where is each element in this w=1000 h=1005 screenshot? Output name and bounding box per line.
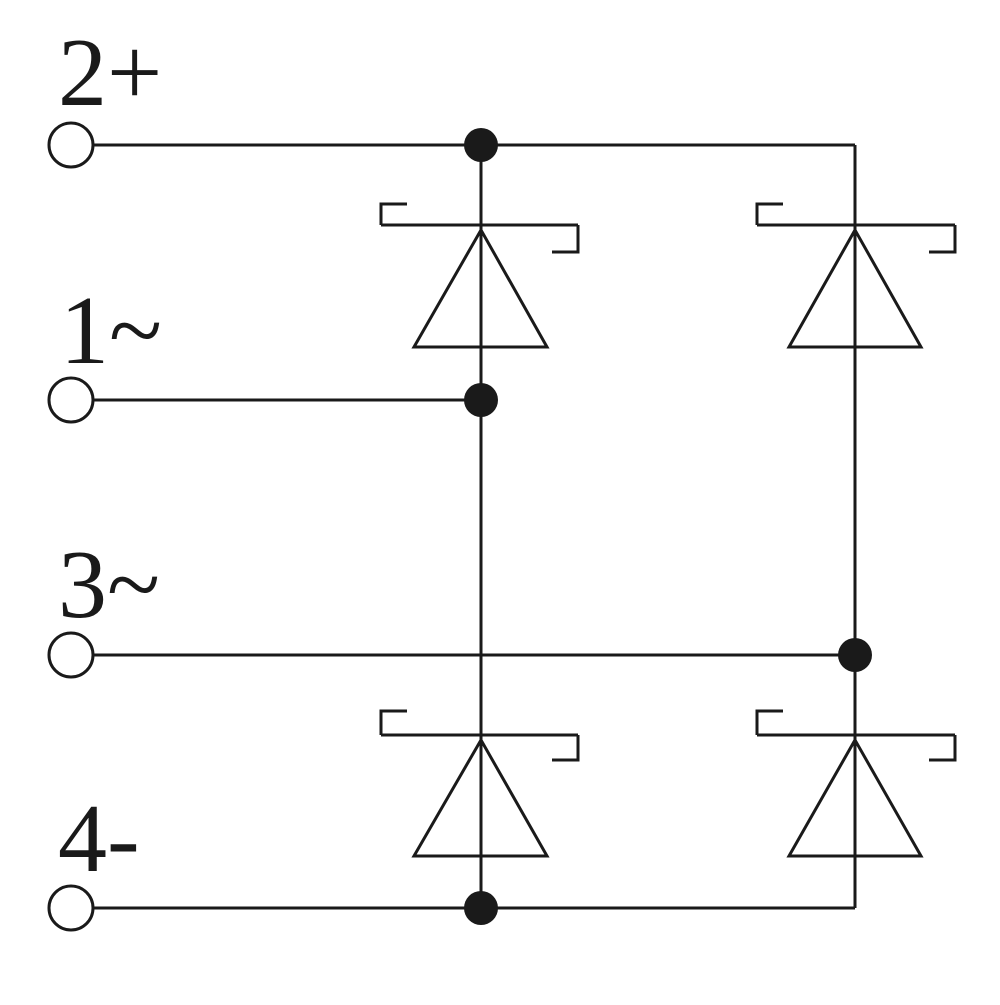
gate-lead-right <box>552 225 580 254</box>
diode-top-right <box>755 202 957 349</box>
terminal-label-1: 1~ <box>60 277 163 385</box>
terminal-1-circle <box>47 376 95 424</box>
gate-lead-left <box>379 709 407 735</box>
terminal-4-circle <box>47 884 95 932</box>
diode-triangle <box>786 736 924 858</box>
terminal-2-circle <box>47 121 95 169</box>
junction-dot-top <box>464 128 498 162</box>
gate-lead-right <box>929 225 957 254</box>
gate-lead-right <box>929 735 957 762</box>
diode-triangle <box>411 226 550 349</box>
diode-triangle <box>411 736 550 858</box>
junction-dot-terminal-3 <box>838 638 872 672</box>
gate-lead-left <box>379 202 407 225</box>
diode-bottom-left <box>379 709 580 858</box>
gate-lead-left <box>755 202 783 225</box>
terminal-label-2: 2+ <box>58 19 163 127</box>
diode-triangle <box>786 226 924 349</box>
diode-bottom-right <box>755 709 957 858</box>
gate-lead-left <box>755 709 783 735</box>
terminal-3-circle <box>47 631 95 679</box>
terminal-label-4: 4- <box>58 785 140 893</box>
terminal-label-3: 3~ <box>58 531 161 639</box>
junction-dot-bottom <box>464 891 498 925</box>
junction-dot-terminal-1 <box>464 383 498 417</box>
diode-top-left <box>379 202 580 349</box>
gate-lead-right <box>552 735 580 762</box>
